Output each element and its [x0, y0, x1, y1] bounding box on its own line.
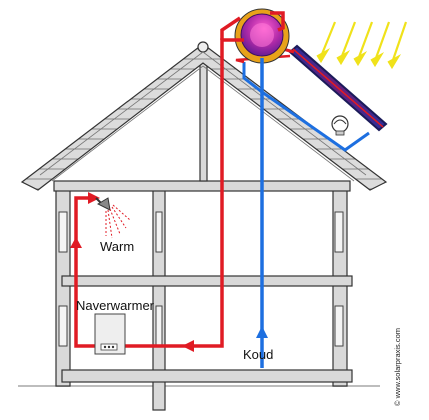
hot-flow-arrow	[182, 340, 194, 352]
shower-pipe	[74, 196, 96, 232]
hot-flow-arrow-up	[70, 237, 82, 248]
naverwarmer-label: Naverwarmer	[76, 298, 155, 313]
hot-water-top-link	[220, 16, 241, 40]
roof	[20, 41, 388, 191]
hot-water-pipe	[74, 11, 285, 348]
koud-label: Koud	[243, 347, 274, 362]
sun-rays-icon	[316, 21, 408, 70]
cold-flow-arrow	[256, 326, 268, 338]
shower-head-icon	[95, 197, 131, 239]
solar-storage-tank-icon	[234, 8, 290, 64]
windows	[58, 211, 344, 347]
house-frame	[53, 53, 353, 411]
instant-water-heater-icon	[94, 313, 126, 355]
solar-collector-icon	[288, 44, 388, 132]
credit-text: © www.solarpraxis.com	[393, 327, 402, 406]
pump-icon	[331, 115, 349, 136]
warm-label: Warm	[100, 239, 135, 254]
